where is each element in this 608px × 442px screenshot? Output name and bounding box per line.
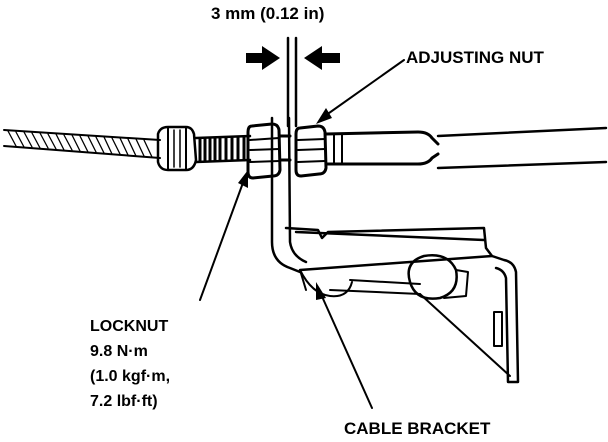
braided-cable (3, 129, 161, 159)
mounting-plate (270, 36, 308, 274)
locknut-torque-lbfft: 7.2 lbf·ft) (90, 393, 158, 410)
locknut-torque-kgfm: (1.0 kgf·m, (90, 368, 170, 385)
locknut-label: LOCKNUT (90, 318, 168, 335)
cable-housing (324, 126, 608, 170)
adjusting-nut-label: ADJUSTING NUT (406, 48, 545, 67)
adjusting-nut-leader (316, 59, 405, 124)
cable-bracket-shape (284, 226, 520, 384)
cable-end-fitting (156, 125, 198, 172)
gap-dimension-label: 3 mm (0.12 in) (211, 4, 324, 23)
locknut-label-block: LOCKNUT 9.8 N·m (1.0 kgf·m, 7.2 lbf·ft) (90, 318, 170, 410)
threaded-rod (194, 134, 252, 164)
locknut-leader (199, 170, 248, 301)
locknut-torque-nm: 9.8 N·m (90, 343, 148, 360)
cable-bracket-leader (316, 282, 373, 409)
gap-arrow-right (304, 46, 340, 70)
cable-bracket-label: CABLE BRACKET (344, 419, 491, 438)
gap-arrow-left (246, 46, 280, 70)
locknut-hex (246, 122, 292, 180)
adjusting-nut-hex (294, 124, 328, 178)
